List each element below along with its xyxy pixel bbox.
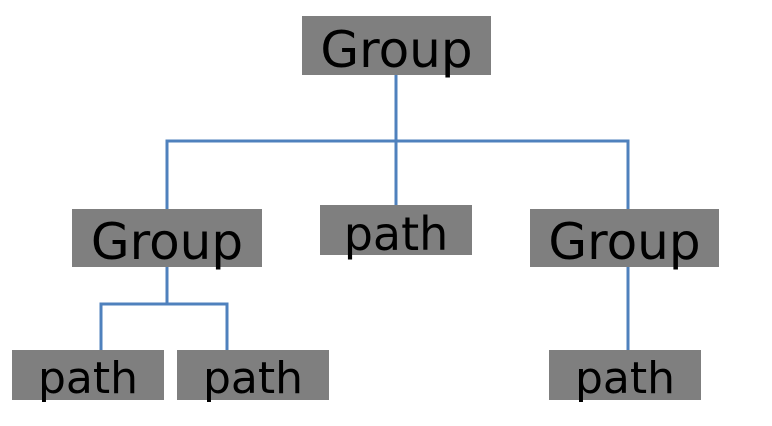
node-label: path (202, 353, 304, 404)
node-group-left: Group (72, 209, 262, 267)
node-path-middle: path (320, 205, 472, 261)
node-label: path (574, 353, 676, 404)
node-label: path (343, 207, 449, 261)
node-path-right: path (549, 350, 701, 404)
node-label: Group (548, 213, 701, 271)
node-label: Group (90, 213, 244, 271)
node-label: Group (320, 20, 473, 79)
node-label: path (37, 353, 139, 404)
node-path-left-2: path (177, 350, 329, 404)
node-group-right: Group (530, 209, 719, 267)
node-root-group: Group (302, 16, 491, 75)
node-path-left-1: path (12, 350, 164, 404)
